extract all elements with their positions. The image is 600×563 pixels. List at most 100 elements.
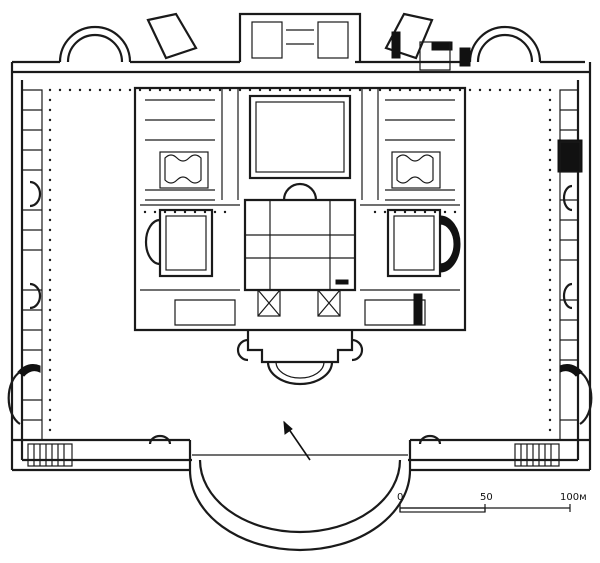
column-dot bbox=[433, 210, 437, 214]
column-dot bbox=[163, 210, 167, 214]
column-dot bbox=[378, 88, 382, 92]
column-dot bbox=[48, 368, 52, 372]
column-dot bbox=[108, 88, 112, 92]
column-dot bbox=[173, 210, 177, 214]
column-dot bbox=[48, 268, 52, 272]
column-dot bbox=[48, 408, 52, 412]
column-dot bbox=[48, 188, 52, 192]
column-dot bbox=[548, 118, 552, 122]
column-dot bbox=[48, 298, 52, 302]
column-dot bbox=[548, 128, 552, 132]
column-dot bbox=[468, 88, 472, 92]
column-dot bbox=[48, 98, 52, 102]
scale-label-0: 0 bbox=[397, 492, 403, 503]
column-dot bbox=[48, 258, 52, 262]
column-dot bbox=[548, 138, 552, 142]
column-dot bbox=[48, 118, 52, 122]
column-dot bbox=[48, 288, 52, 292]
column-dot bbox=[118, 88, 122, 92]
column-dot bbox=[48, 208, 52, 212]
column-dot bbox=[548, 228, 552, 232]
column-dot bbox=[143, 210, 147, 214]
column-dot bbox=[548, 158, 552, 162]
column-dot bbox=[548, 88, 552, 92]
column-dot bbox=[298, 88, 302, 92]
column-dot bbox=[178, 88, 182, 92]
main-bath-block bbox=[133, 86, 467, 332]
column-dot bbox=[68, 88, 72, 92]
column-dot bbox=[388, 88, 392, 92]
scale-label-50: 50 bbox=[480, 492, 493, 503]
column-dot bbox=[453, 210, 457, 214]
column-dot bbox=[548, 408, 552, 412]
column-dot bbox=[448, 88, 452, 92]
column-dot bbox=[88, 88, 92, 92]
column-dot bbox=[358, 88, 362, 92]
column-dot bbox=[548, 178, 552, 182]
bottom-right-cisterns bbox=[418, 434, 560, 467]
column-dot bbox=[188, 88, 192, 92]
column-dot bbox=[538, 88, 542, 92]
column-dot bbox=[228, 88, 232, 92]
column-dot bbox=[218, 88, 222, 92]
column-dot bbox=[168, 88, 172, 92]
column-dot bbox=[98, 88, 102, 92]
column-dot bbox=[548, 148, 552, 152]
column-dot bbox=[548, 418, 552, 422]
column-dot bbox=[548, 98, 552, 102]
column-dot bbox=[548, 238, 552, 242]
column-dot bbox=[403, 210, 407, 214]
column-dot bbox=[128, 88, 132, 92]
column-dot bbox=[373, 210, 377, 214]
column-dot bbox=[458, 88, 462, 92]
column-dot bbox=[548, 248, 552, 252]
column-dot bbox=[413, 210, 417, 214]
column-dot bbox=[548, 388, 552, 392]
column-dot bbox=[48, 358, 52, 362]
column-dot bbox=[443, 210, 447, 214]
column-dot bbox=[48, 308, 52, 312]
column-dot bbox=[48, 138, 52, 142]
column-dot bbox=[268, 88, 272, 92]
column-dot bbox=[48, 428, 52, 432]
column-dot bbox=[48, 378, 52, 382]
column-dot bbox=[48, 218, 52, 222]
column-dot bbox=[548, 188, 552, 192]
column-dot bbox=[223, 210, 227, 214]
column-dot bbox=[198, 88, 202, 92]
column-dot bbox=[398, 88, 402, 92]
column-dot bbox=[548, 358, 552, 362]
top-left-exedra bbox=[58, 25, 132, 63]
column-dot bbox=[48, 388, 52, 392]
left-side-chambers bbox=[7, 89, 43, 441]
column-dot bbox=[348, 88, 352, 92]
column-dot bbox=[548, 218, 552, 222]
column-dot bbox=[548, 328, 552, 332]
column-dot bbox=[548, 298, 552, 302]
north-arrow bbox=[283, 420, 311, 461]
column-dot bbox=[368, 88, 372, 92]
column-dot bbox=[48, 148, 52, 152]
column-dot bbox=[48, 158, 52, 162]
column-dot bbox=[498, 88, 502, 92]
column-dot bbox=[258, 88, 262, 92]
column-dot bbox=[548, 368, 552, 372]
column-dot bbox=[548, 268, 552, 272]
column-dot bbox=[548, 208, 552, 212]
column-dot bbox=[418, 88, 422, 92]
column-dot bbox=[288, 88, 292, 92]
top-oval-rooms bbox=[146, 12, 453, 71]
column-dot bbox=[158, 88, 162, 92]
column-dot bbox=[48, 348, 52, 352]
column-dot bbox=[58, 88, 62, 92]
stadium-exedra bbox=[188, 440, 412, 552]
column-dot bbox=[528, 88, 532, 92]
column-dot bbox=[548, 278, 552, 282]
column-dot bbox=[48, 108, 52, 112]
column-dot bbox=[48, 178, 52, 182]
column-dot bbox=[48, 248, 52, 252]
column-dot bbox=[48, 168, 52, 172]
bottom-left-cisterns bbox=[27, 434, 172, 467]
top-right-exedra bbox=[459, 25, 542, 67]
